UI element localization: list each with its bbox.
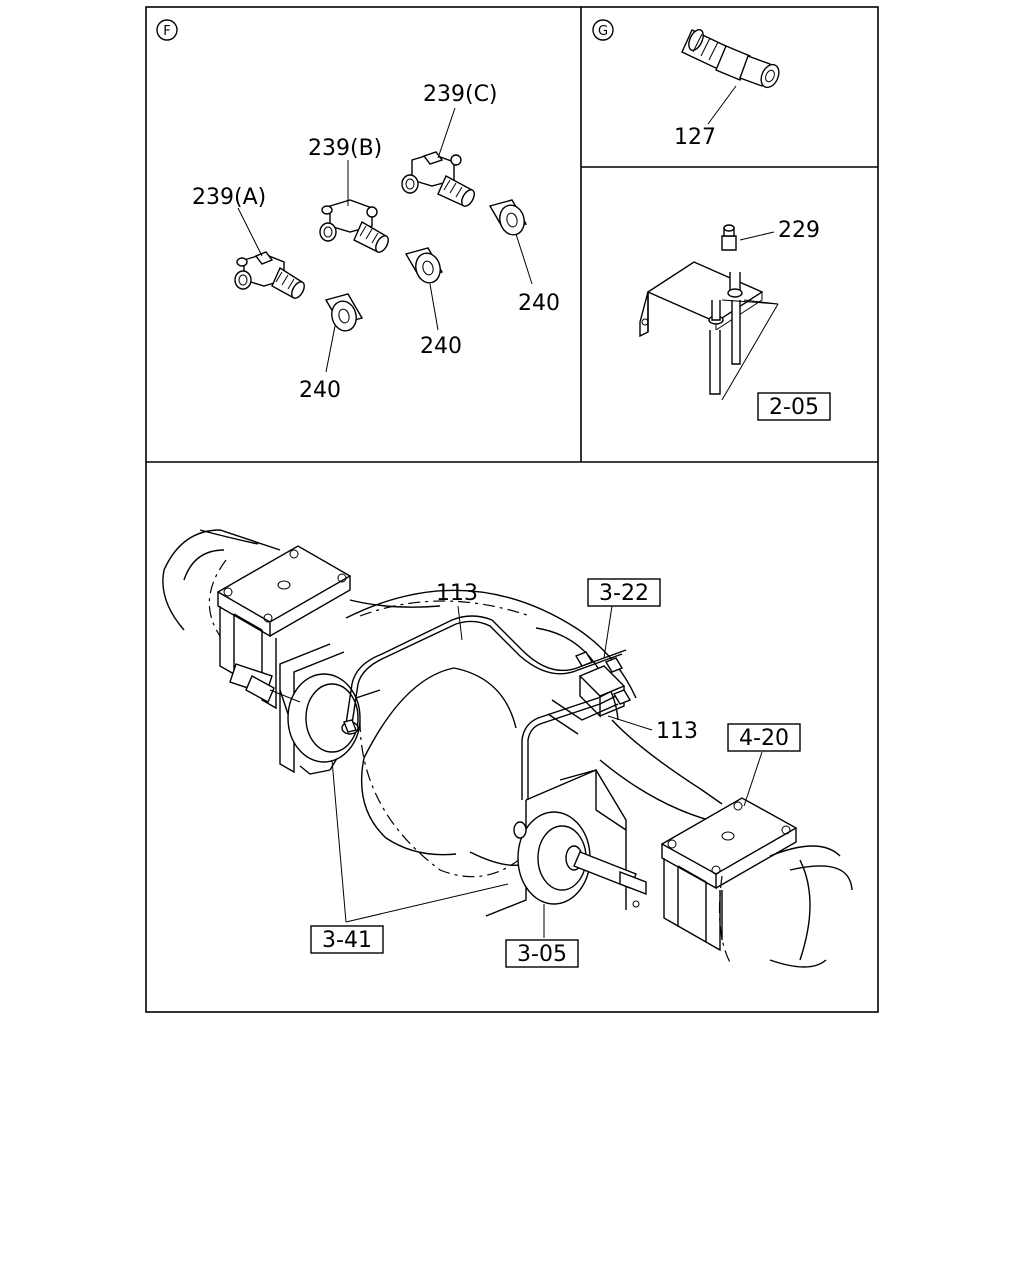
label-113-right: 113 <box>656 719 698 744</box>
svg-text:3-22: 3-22 <box>599 581 649 606</box>
label-240-left: 240 <box>299 378 341 403</box>
hose-connector-127-icon <box>681 29 780 89</box>
ref-box-3-22: 3-22 <box>587 578 661 607</box>
diagram-frames <box>145 6 879 1013</box>
label-239a: 239(A) <box>192 185 266 210</box>
section-f-marker: F <box>156 19 178 41</box>
label-239c: 239(C) <box>423 82 498 107</box>
svg-text:F: F <box>163 24 170 39</box>
leader-205 <box>721 299 779 401</box>
svg-text:G: G <box>598 24 608 39</box>
washer-240-b-icon <box>404 247 444 284</box>
section-g-marker: G <box>592 19 614 41</box>
svg-text:3-05: 3-05 <box>517 942 567 967</box>
ref-box-2-05: 2-05 <box>757 392 831 421</box>
ref-box-3-05: 3-05 <box>505 939 579 968</box>
section-g: G 127 <box>592 19 831 421</box>
label-113-top: 113 <box>436 581 478 606</box>
section-f: F <box>156 19 560 403</box>
axle-leaders <box>331 605 763 938</box>
valve-3-22 <box>547 651 632 735</box>
svg-text:3-41: 3-41 <box>322 928 372 953</box>
brake-pipe-113 <box>343 615 627 800</box>
right-brake-chamber <box>513 811 647 908</box>
left-brake-chamber <box>229 663 361 775</box>
left-spring-seat <box>216 545 352 710</box>
label-240-middle: 240 <box>420 334 462 359</box>
rear-axle-assembly: 113 113 3-22 4-20 3-41 3-05 <box>162 529 853 968</box>
leader-127 <box>707 85 737 125</box>
ref-box-4-20: 4-20 <box>727 723 801 752</box>
section-f-leaders <box>237 107 533 373</box>
washer-240-c-icon <box>488 199 528 236</box>
label-240-right: 240 <box>518 291 560 316</box>
label-239b: 239(B) <box>308 136 382 161</box>
ref-box-3-41: 3-41 <box>310 925 384 954</box>
mounting-bracket-icon <box>639 224 764 395</box>
tee-fitting-239c-icon <box>401 151 475 207</box>
tee-fitting-239b-icon <box>319 199 389 253</box>
svg-text:4-20: 4-20 <box>739 726 789 751</box>
leader-229 <box>739 231 775 241</box>
right-spring-seat <box>660 797 798 952</box>
label-229: 229 <box>778 218 820 243</box>
tee-fitting-239a-icon <box>234 251 305 299</box>
washer-240-a-icon <box>324 293 364 332</box>
label-127: 127 <box>674 125 716 150</box>
svg-text:2-05: 2-05 <box>769 395 819 420</box>
